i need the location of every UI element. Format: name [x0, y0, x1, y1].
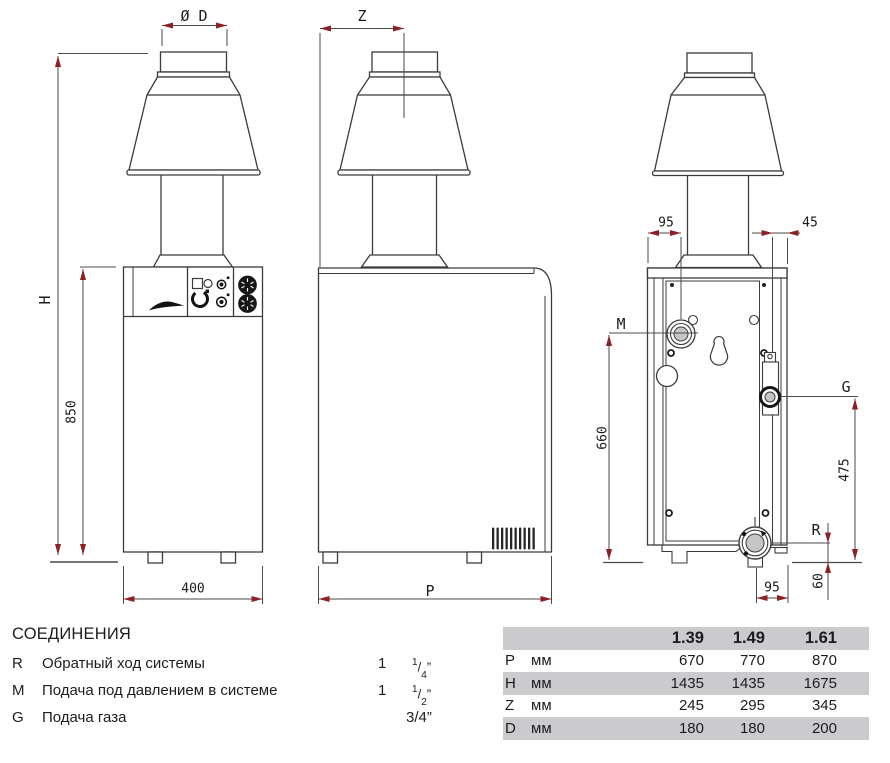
value-cell: 245	[678, 697, 704, 715]
rear-dimension-lines	[603, 230, 862, 603]
unit-cell: мм	[531, 674, 552, 692]
param-cell: P	[505, 652, 516, 670]
legend-size-whole: 1	[378, 655, 387, 672]
dim-label-p: P	[425, 582, 435, 600]
legend-title: СОЕДИНЕНИЯ	[12, 625, 132, 643]
legend-desc: Обратный ход системы	[42, 655, 205, 672]
small-knob-bottom	[215, 293, 230, 308]
small-knob-top	[216, 276, 230, 290]
front-view-drawing	[50, 22, 264, 604]
connection-label-m: M	[616, 315, 626, 333]
unit-cell: мм	[531, 652, 552, 670]
param-cell: D	[505, 719, 516, 737]
vent-louvers	[492, 527, 535, 550]
table-header-model3: 1.61	[804, 628, 837, 647]
gauge-icons	[238, 275, 257, 313]
side-dimension-lines	[318, 25, 552, 604]
table-row: Z мм 245 295 345	[503, 695, 869, 718]
legend-size-plain: 3/4”	[406, 709, 432, 726]
dim-label-475: 475	[837, 458, 853, 482]
technical-drawing	[50, 22, 862, 604]
table-header-row: 1.39 1.49 1.61	[503, 627, 869, 650]
flue-terminal-rear	[651, 52, 785, 269]
value-cell: 180	[678, 719, 704, 737]
rear-view-drawing	[603, 52, 862, 603]
brand-swoosh-icon	[149, 301, 184, 311]
unit-cell: мм	[531, 719, 552, 737]
dim-label-45: 45	[802, 215, 818, 231]
boiler-body-side	[317, 267, 553, 553]
value-cell: 1435	[731, 674, 765, 692]
m-connection-fitting	[666, 319, 696, 349]
legend-size-whole: 1	[378, 682, 387, 699]
control-knob	[191, 290, 209, 308]
legend-desc: Подача под давлением в системе	[42, 682, 278, 699]
inspection-hole	[655, 364, 679, 388]
value-cell: 1675	[803, 674, 837, 692]
value-cell: 295	[739, 697, 765, 715]
table-row: D мм 180 180 200	[503, 717, 869, 740]
flue-terminal-side	[337, 51, 471, 268]
value-cell: 345	[811, 697, 837, 715]
dim-label-95-top: 95	[658, 215, 674, 231]
display-window	[191, 277, 204, 290]
dim-label-h: H	[36, 295, 54, 305]
connection-label-g: G	[841, 378, 851, 396]
value-cell: 1435	[670, 674, 704, 692]
g-connection-fitting	[759, 386, 781, 408]
dim-label-diameter: Ø D	[180, 7, 208, 25]
legend-desc: Подача газа	[42, 709, 127, 726]
table-row: H мм 1435 1435 1675	[503, 672, 869, 695]
boiler-body-front	[122, 266, 264, 553]
unit-cell: мм	[531, 697, 552, 715]
dim-label-400: 400	[181, 581, 205, 597]
legend-key: M	[12, 682, 25, 699]
front-dimension-lines	[50, 22, 263, 604]
connection-label-r: R	[811, 521, 821, 539]
legend-key: R	[12, 655, 23, 672]
panel-screws	[670, 283, 766, 287]
keyhole-mounting-slot	[709, 336, 729, 366]
r-connection-fitting	[738, 526, 772, 560]
value-cell: 770	[739, 652, 765, 670]
control-panel	[123, 267, 263, 318]
value-cell: 180	[739, 719, 765, 737]
value-cell: 200	[811, 719, 837, 737]
dim-label-660: 660	[595, 426, 611, 450]
dim-label-850: 850	[64, 400, 80, 424]
dim-label-z: Z	[357, 7, 367, 25]
side-view-drawing	[317, 25, 553, 604]
dim-label-95-bottom: 95	[764, 580, 780, 596]
legend-row-r: R Обратный ход системы 1 1/4”	[12, 650, 492, 681]
dimension-table: 1.39 1.49 1.61 P мм 670 770 870 H мм 143…	[503, 627, 869, 740]
value-cell: 670	[678, 652, 704, 670]
table-header-model1: 1.39	[671, 628, 704, 647]
legend-row-m: M Подача под давлением в системе 1 1/2”	[12, 677, 492, 708]
table-header-model2: 1.49	[732, 628, 765, 647]
param-cell: H	[505, 674, 516, 692]
legend-row-g: G Подача газа 3/4”	[12, 704, 492, 731]
legend-size-fraction: 1/2”	[412, 684, 432, 708]
table-row: P мм 670 770 870	[503, 650, 869, 673]
legend-key: G	[12, 709, 24, 726]
flue-terminal-front	[126, 51, 261, 268]
legend-size-fraction: 1/4”	[412, 657, 432, 681]
connections-legend: СОЕДИНЕНИЯ R Обратный ход системы 1 1/4”…	[12, 625, 492, 731]
dim-label-60: 60	[811, 573, 827, 589]
param-cell: Z	[505, 697, 515, 715]
value-cell: 870	[811, 652, 837, 670]
